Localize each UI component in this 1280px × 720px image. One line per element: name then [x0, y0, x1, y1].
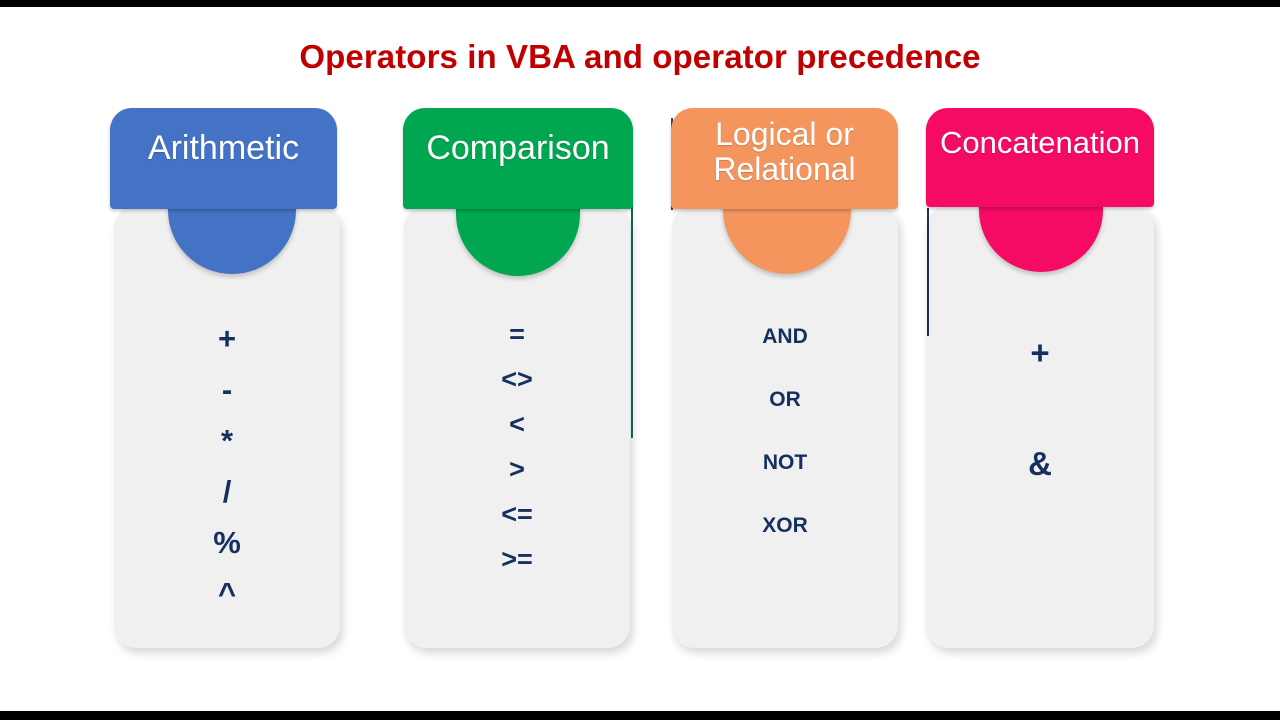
operator-item: = — [509, 319, 525, 349]
card-header-arithmetic[interactable]: Arithmetic — [110, 108, 337, 209]
card-header-concatenation[interactable]: Concatenation — [926, 108, 1154, 207]
card-body-comparison — [404, 206, 630, 648]
operator-item: + — [1030, 334, 1050, 371]
operator-item: * — [220, 423, 234, 458]
card-body-arithmetic — [114, 206, 340, 648]
card-accent-line-concatenation — [927, 208, 929, 336]
operator-item: + — [217, 321, 237, 356]
card-header-comparison[interactable]: Comparison — [403, 108, 633, 209]
operator-item: <> — [501, 364, 533, 394]
card-title-arithmetic: Arithmetic — [147, 129, 300, 167]
operator-item: > — [509, 454, 525, 484]
card-accent-line-comparison — [631, 206, 633, 438]
card-title-concatenation: Concatenation — [940, 125, 1140, 160]
operator-list-concatenation: + & — [926, 336, 1154, 480]
operator-item: AND — [762, 325, 808, 348]
letterbox-top — [0, 0, 1280, 7]
card-header-logical-or-relational[interactable]: Logical or Relational — [671, 108, 898, 209]
operator-item: % — [213, 525, 241, 560]
operator-list-logical-or-relational: AND OR NOT XOR — [672, 326, 898, 536]
operator-item: OR — [769, 388, 801, 411]
page-title: Operators in VBA and operator precedence — [299, 38, 981, 75]
letterbox-bottom — [0, 711, 1280, 720]
operator-item: ^ — [217, 576, 237, 611]
operator-list-comparison: = <> < > <= >= — [404, 321, 630, 573]
operator-item: NOT — [762, 451, 808, 474]
operator-item: <= — [501, 499, 533, 529]
card-body-logical-or-relational — [672, 206, 898, 648]
operator-item: & — [1028, 445, 1052, 482]
operator-item: / — [222, 474, 232, 509]
operator-item: XOR — [762, 514, 808, 537]
card-body-concatenation — [926, 206, 1154, 648]
card-title-comparison: Comparison — [426, 129, 610, 167]
operator-item: < — [509, 409, 525, 439]
operator-item: - — [221, 372, 233, 407]
operator-item: >= — [501, 544, 533, 574]
operator-list-arithmetic: + - * / % ^ — [114, 323, 340, 609]
card-title-logical-or-relational: Logical or Relational — [713, 116, 856, 187]
